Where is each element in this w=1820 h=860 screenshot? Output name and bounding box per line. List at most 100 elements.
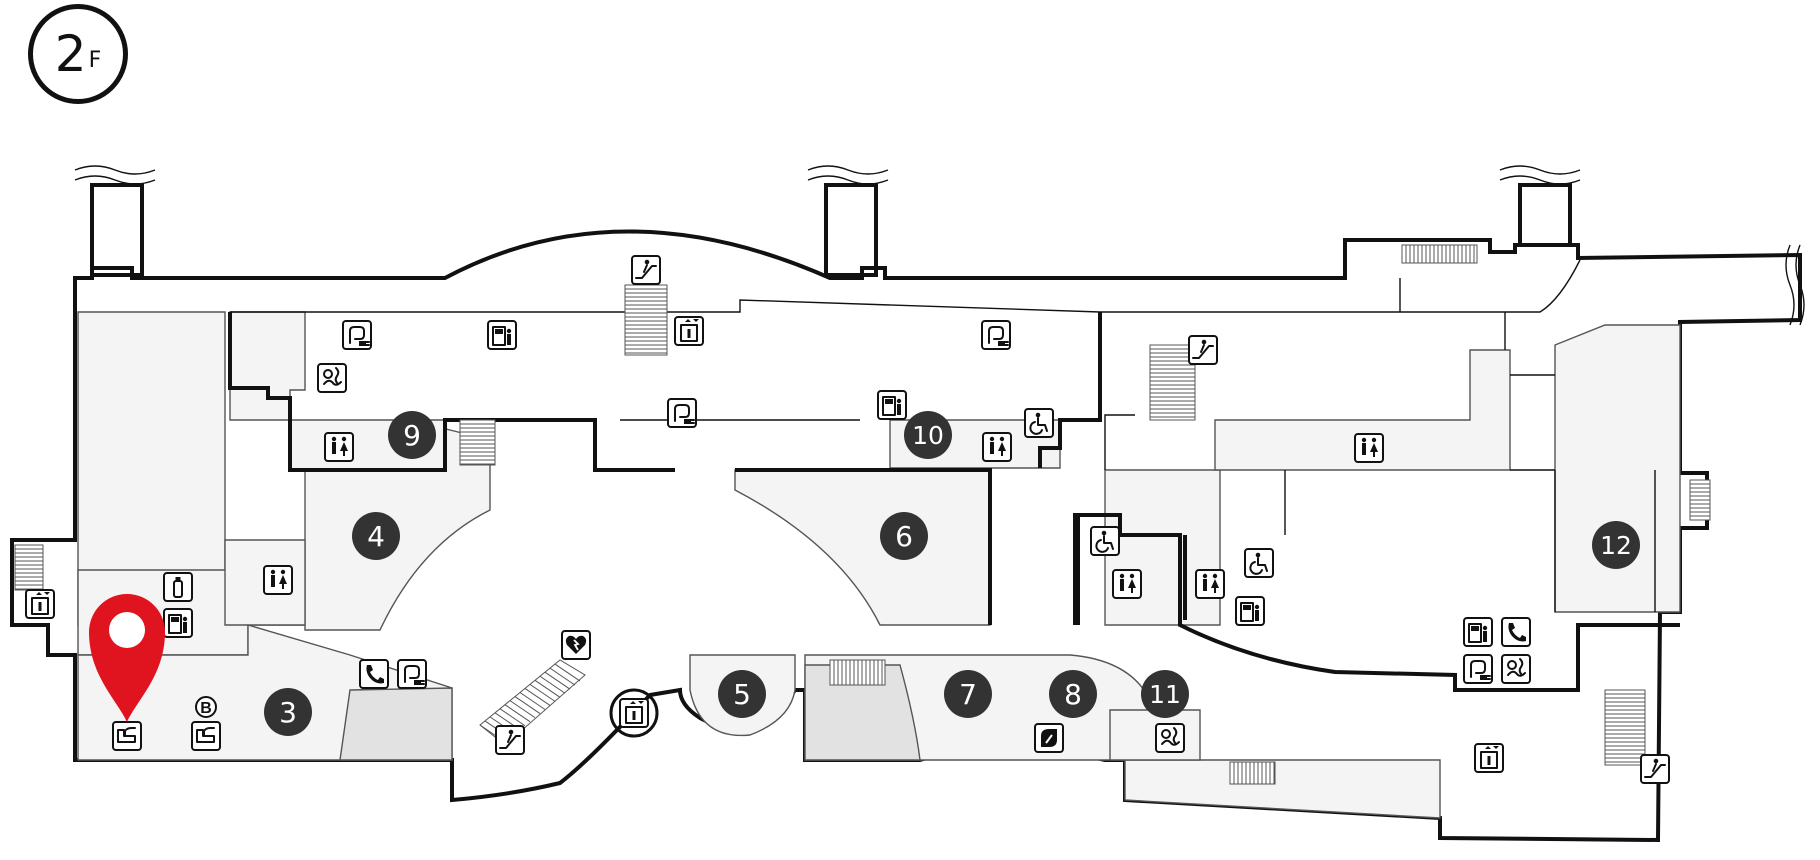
current-location-pin[interactable]	[89, 594, 165, 722]
baby-room-icon[interactable]: B	[195, 696, 217, 718]
zone-9[interactable]: 9	[388, 411, 436, 459]
stair-tread	[534, 679, 561, 698]
charging-station-icon[interactable]	[667, 398, 697, 428]
accessible-restroom-icon[interactable]	[1090, 526, 1120, 556]
zone-7-badge	[944, 670, 992, 718]
zone-8-label: 8	[1064, 678, 1082, 711]
zone-9-label: 9	[403, 419, 421, 452]
elevator-icon[interactable]	[1474, 743, 1504, 773]
zone-11-label: 11	[1149, 680, 1181, 709]
stair-tread	[544, 671, 571, 690]
smoking-room-icon[interactable]	[1155, 723, 1185, 753]
zone-5[interactable]: 5	[718, 670, 766, 718]
smoking-room-icon[interactable]	[1501, 654, 1531, 684]
zone-11-badge	[1141, 670, 1189, 718]
stair-tread	[519, 692, 546, 710]
zone-11[interactable]: 11	[1141, 670, 1189, 718]
elevator-ring	[609, 688, 659, 738]
zone-12-label: 12	[1600, 531, 1632, 560]
ticket-machine-icon[interactable]	[877, 390, 907, 420]
zone-3-badge	[264, 688, 312, 736]
restroom-icon[interactable]	[1354, 433, 1384, 463]
room-7-shop	[804, 664, 921, 761]
floor-number: 2	[54, 25, 87, 83]
floor-indicator: 2 F	[28, 4, 128, 104]
ticket-machine-icon[interactable]	[1235, 596, 1265, 626]
restroom-icon[interactable]	[324, 432, 354, 462]
room-east-corridor	[1214, 349, 1511, 471]
room-3-shop	[339, 687, 453, 761]
stair-tread	[529, 683, 556, 702]
stair-tread	[504, 704, 531, 723]
ticket-machine-icon[interactable]	[487, 320, 517, 350]
charging-station-icon[interactable]	[1463, 654, 1493, 684]
elevator-icon[interactable]	[619, 698, 649, 728]
zone-4-badge	[352, 512, 400, 560]
thick-walls	[228, 312, 1680, 692]
accessible-restroom-icon[interactable]	[1024, 408, 1054, 438]
zone-12[interactable]: 12	[1592, 521, 1640, 569]
zone-4[interactable]: 4	[352, 512, 400, 560]
telephone-icon[interactable]	[1501, 617, 1531, 647]
zone-7[interactable]: 7	[944, 670, 992, 718]
zone-6-label: 6	[895, 520, 913, 553]
stair-tread	[499, 708, 526, 727]
entrance-pillars	[74, 165, 1805, 326]
escalator-icon[interactable]	[631, 255, 661, 285]
room-nw-inner	[229, 311, 306, 421]
zone-10-label: 10	[912, 421, 944, 450]
stair-tread	[514, 696, 541, 714]
room-6	[734, 469, 991, 626]
elevator-icon[interactable]	[25, 589, 55, 619]
accessible-restroom-icon[interactable]	[1244, 548, 1274, 578]
escalator-icon[interactable]	[495, 725, 525, 755]
map-pin-hole	[109, 612, 145, 648]
charging-station-icon[interactable]	[981, 320, 1011, 350]
baby-room-label: B	[200, 700, 212, 717]
stair-tread	[509, 700, 536, 719]
map-pin-icon	[89, 594, 165, 722]
elevator-icon[interactable]	[674, 316, 704, 346]
charging-station-icon[interactable]	[342, 320, 372, 350]
room-east-block	[1104, 469, 1221, 626]
locker-icon[interactable]	[1034, 723, 1064, 753]
zone-10[interactable]: 10	[904, 411, 952, 459]
ticket-machine-icon[interactable]	[163, 608, 193, 638]
nursing-room-icon[interactable]	[112, 721, 142, 751]
room-south-east	[1124, 759, 1441, 819]
smoking-room-icon[interactable]	[317, 363, 347, 393]
water-icon[interactable]	[163, 572, 193, 602]
zone-8-badge	[1049, 670, 1097, 718]
zone-5-badge	[718, 670, 766, 718]
amenity-icons: B	[25, 255, 1670, 784]
restroom-icon[interactable]	[263, 565, 293, 595]
ticket-machine-icon[interactable]	[1463, 617, 1493, 647]
stair-tread	[524, 688, 551, 706]
stair-tread	[539, 675, 566, 694]
interior-lines	[230, 259, 1656, 612]
zone-6[interactable]: 6	[880, 512, 928, 560]
telephone-icon[interactable]	[359, 659, 389, 689]
aed-icon[interactable]	[561, 630, 591, 660]
zone-6-badge	[880, 512, 928, 560]
restroom-icon[interactable]	[1112, 569, 1142, 599]
escalator-icon[interactable]	[1640, 754, 1670, 784]
restroom-icon[interactable]	[982, 432, 1012, 462]
zone-markers: 3 4 5 6 7 8 9 10	[264, 411, 1640, 736]
zone-10-badge	[904, 411, 952, 459]
charging-station-icon[interactable]	[397, 659, 427, 689]
zone-3-label: 3	[279, 696, 297, 729]
zone-5-label: 5	[733, 678, 751, 711]
zone-8[interactable]: 8	[1049, 670, 1097, 718]
stair-lines	[15, 245, 1710, 784]
stair-tread	[549, 667, 576, 686]
zone-9-badge	[388, 411, 436, 459]
zone-4-label: 4	[367, 520, 385, 553]
zone-3[interactable]: 3	[264, 688, 312, 736]
room-4	[304, 419, 491, 631]
restroom-icon[interactable]	[1195, 569, 1225, 599]
stair-tread	[554, 663, 581, 682]
nursing-room-icon[interactable]	[191, 721, 221, 751]
escalator-icon[interactable]	[1188, 335, 1218, 365]
